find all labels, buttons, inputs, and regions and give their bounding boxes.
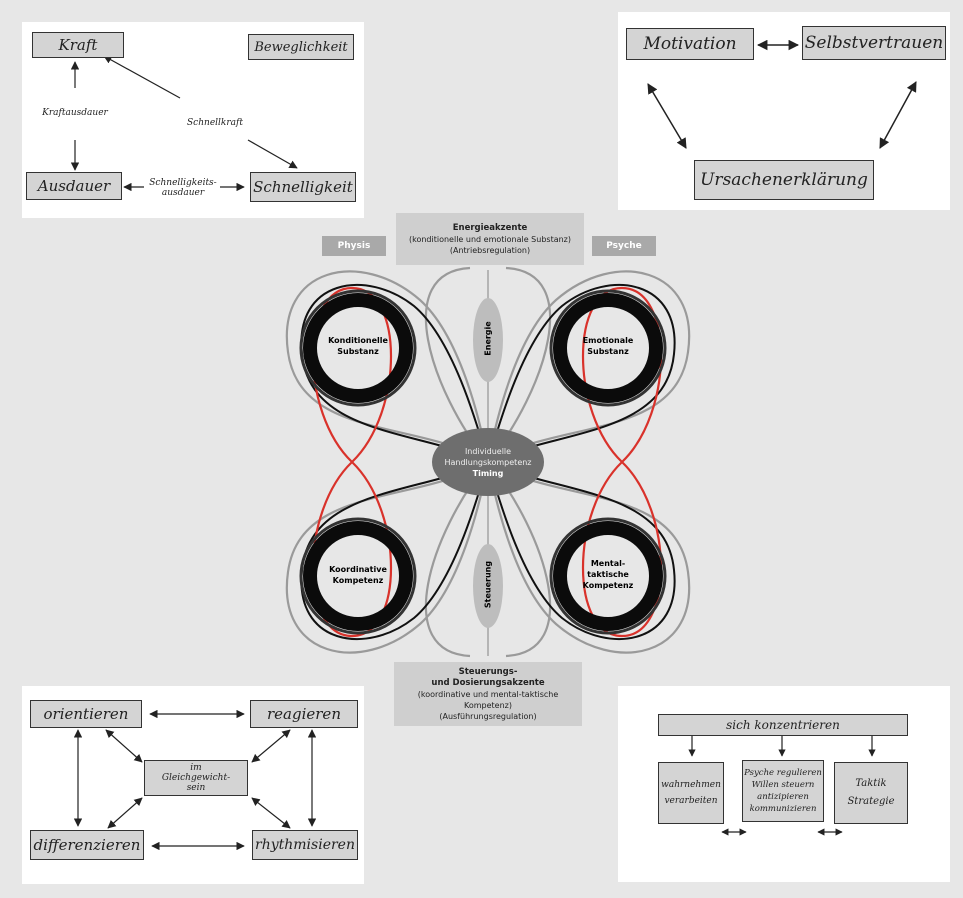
grey-loops — [285, 266, 691, 658]
psyche-line-3: antizipieren — [757, 792, 809, 802]
steuerung-title-1: Steuerungs- — [458, 666, 518, 677]
label-kraftausdauer: Kraftausdauer — [42, 108, 108, 118]
box-taktik: Taktik Strategie — [834, 762, 908, 824]
label-schnelligkeitsausdauer-1: Schnelligkeits- — [149, 178, 217, 188]
box-ausdauer: Ausdauer — [26, 172, 122, 200]
panel-arrows — [647, 39, 917, 149]
axis-label-steuerung: Steuerung — [483, 560, 493, 609]
energie-akzente-box: Energieakzente (konditionelle und emotio… — [396, 213, 584, 265]
steuerung-title-2: und Dosierungsakzente — [431, 677, 545, 688]
tr-line-2: Substanz — [587, 347, 629, 356]
panel-psyche-factors: Motivation Selbstvertrauen Ursachenerklä… — [618, 12, 950, 210]
label-mental-taktische-kompetenz: Mental- taktische Kompetenz — [568, 558, 648, 591]
energie-oval — [473, 298, 503, 382]
br-line-1: Mental- — [590, 559, 626, 568]
gleichgewicht-line-2: Gleichgewicht- — [161, 773, 231, 783]
tab-physis: Physis — [322, 236, 386, 256]
box-wahrnehmen: wahrnehmen verarbeiten — [658, 762, 724, 824]
energie-title: Energieakzente — [452, 222, 528, 233]
box-schnelligkeit: Schnelligkeit — [250, 172, 356, 202]
steuerung-oval — [473, 544, 503, 628]
hub-line-1: Individuelle — [464, 447, 512, 456]
box-sich-konzentrieren: sich konzentrieren — [658, 714, 908, 736]
tab-psyche: Psyche — [592, 236, 656, 256]
brush-circles — [303, 293, 663, 631]
tr-line-1: Emotionale — [582, 336, 634, 345]
box-motivation: Motivation — [626, 28, 754, 60]
wahrnehmen-line-1: wahrnehmen — [661, 780, 721, 790]
panel-arrows — [73, 709, 317, 851]
label-schnelligkeitsausdauer-2: ausdauer — [161, 188, 205, 198]
axis-label-energie: Energie — [483, 321, 493, 356]
tl-line-2: Substanz — [337, 347, 379, 356]
bl-line-1: Koordinative — [329, 565, 387, 574]
brush-circle-rims — [299, 289, 667, 635]
taktik-line-2: Strategie — [847, 796, 895, 807]
box-differenzieren: differenzieren — [30, 830, 144, 860]
panel-physical-abilities: Kraft Beweglichkeit Ausdauer Schnelligke… — [22, 22, 364, 218]
steuerung-sub-1: (koordinative und mental-taktische Kompe… — [417, 689, 559, 710]
label-konditionelle-substanz: Konditionelle Substanz — [318, 335, 398, 357]
box-reagieren: reagieren — [250, 700, 358, 728]
psyche-line-2: Willen steuern — [751, 780, 815, 790]
panel-coordination: orientieren reagieren im Gleichgewicht- … — [22, 686, 364, 884]
bl-line-2: Kompetenz — [332, 576, 384, 585]
box-psyche-regulieren: Psyche regulieren Willen steuern antizip… — [742, 760, 824, 822]
energie-sub-2: (Antriebsregulation) — [449, 245, 531, 255]
panel-arrows — [70, 55, 298, 192]
black-loops — [300, 284, 676, 640]
panel-mental-tactical: sich konzentrieren wahrnehmen verarbeite… — [618, 686, 950, 882]
tl-line-1: Konditionelle — [328, 336, 388, 345]
box-kraft: Kraft — [32, 32, 124, 58]
steuerung-sub-2: (Ausführungsregulation) — [439, 711, 537, 721]
label-koordinative-kompetenz: Koordinative Kompetenz — [318, 564, 398, 586]
gleichgewicht-line-1: im — [190, 763, 202, 773]
hub-line-2: Handlungskompetenz — [444, 458, 532, 467]
box-orientieren: orientieren — [30, 700, 142, 728]
label-schnellkraft: Schnellkraft — [187, 118, 243, 128]
br-line-3: Kompetenz — [582, 581, 634, 590]
gleichgewicht-line-3: sein — [186, 783, 206, 793]
box-selbstvertrauen: Selbstvertrauen — [802, 26, 946, 60]
box-rhythmisieren: rhythmisieren — [252, 830, 358, 860]
hub-label: Individuelle Handlungskompetenz Timing — [432, 446, 544, 479]
box-ursachenerklaerung: Ursachenerklärung — [694, 160, 874, 200]
hub-line-3: Timing — [472, 469, 504, 478]
wahrnehmen-line-2: verarbeiten — [664, 796, 718, 806]
energie-sub-1: (konditionelle und emotionale Substanz) — [409, 234, 571, 244]
box-beweglichkeit: Beweglichkeit — [248, 34, 354, 60]
central-hub — [432, 428, 544, 496]
br-line-2: taktische — [587, 570, 629, 579]
label-emotionale-substanz: Emotionale Substanz — [568, 335, 648, 357]
psyche-line-4: kommunizieren — [749, 804, 817, 814]
steuerung-akzente-box: Steuerungs- und Dosierungsakzente (koord… — [394, 662, 582, 726]
psyche-line-1: Psyche regulieren — [744, 768, 822, 778]
box-gleichgewicht: im Gleichgewicht- sein — [144, 760, 248, 796]
taktik-line-1: Taktik — [855, 778, 887, 789]
panel-arrows — [688, 736, 876, 836]
